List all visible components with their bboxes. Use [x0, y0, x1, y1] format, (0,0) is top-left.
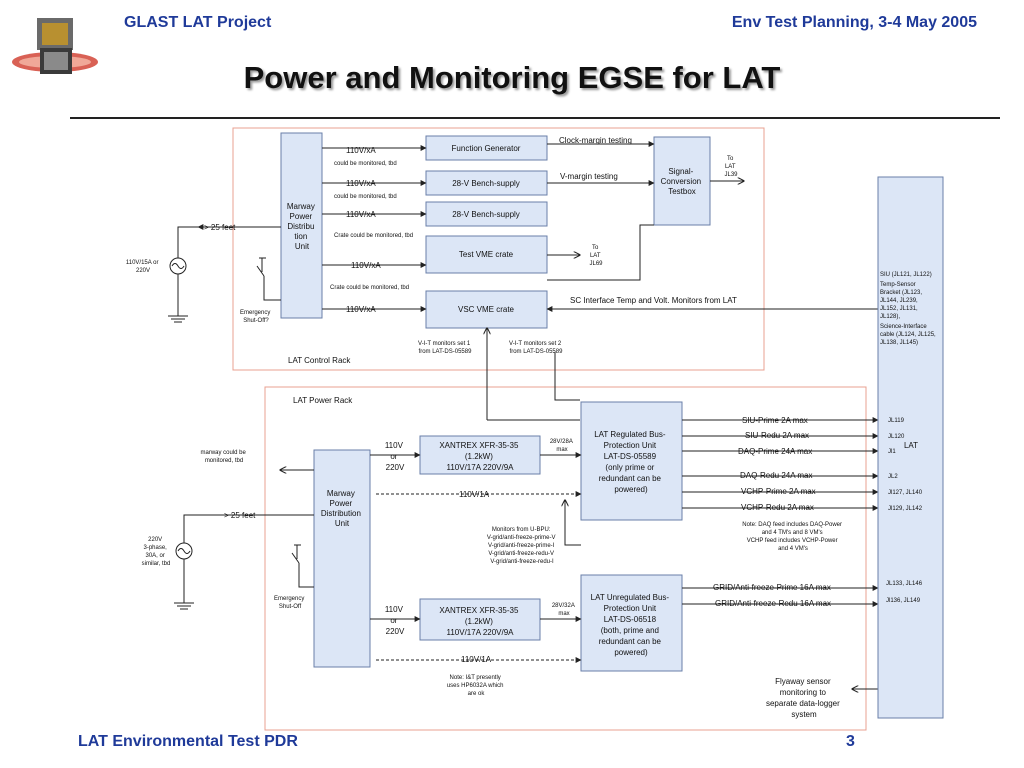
- function-generator-box: [425, 135, 548, 161]
- ctrl-mains-label: 110V/15A or 220V: [126, 260, 160, 274]
- pwr-mains-label: 220V 3-phase, 30A, or similar, tbd: [142, 537, 171, 567]
- regulated-unit-label: LAT Regulated Bus- Protection Unit LAT-D…: [594, 430, 668, 494]
- to-jl39-label: To LAT JL39: [724, 156, 738, 178]
- xantrex-2-label: XANTREX XFR-35-35 (1.2kW) 110V/17A 220V/…: [439, 606, 520, 637]
- vsc-vme-label: VSC VME crate: [458, 305, 515, 314]
- clock-margin-label: Clock-margin testing: [559, 136, 632, 145]
- lat-label: LAT: [904, 441, 918, 450]
- power-rack-frame: [264, 386, 867, 731]
- pwr-input-voltage-2: 110V or 220V: [385, 605, 405, 636]
- lat-jl2: JL2: [888, 474, 898, 480]
- power-marway-box: [313, 449, 371, 668]
- glast-logo: [12, 18, 98, 74]
- lat-jl120: JL120: [888, 434, 905, 440]
- flyaway-note: Flyaway sensor monitoring to separate da…: [766, 677, 842, 719]
- lat-jl127-140: Jl127, JL140: [888, 490, 923, 496]
- marway-monitor-note: marway could be monitored, tbd: [200, 450, 247, 464]
- page-title: Power and Monitoring EGSE for LAT: [243, 60, 781, 95]
- lat-jl136-149: Jl136, JL149: [886, 598, 921, 604]
- signal-box-label: Signal- Conversion Testbox: [661, 167, 704, 196]
- control-marway-label: Marway Power Distribu tion Unit: [287, 202, 317, 251]
- feed-vchp-prime: VCHP-Prime 2A max: [741, 487, 816, 496]
- max-28v-28a: 28V/28A max: [550, 439, 574, 453]
- ctrl-note-monitored-1: could be monitored, tbd: [334, 161, 397, 167]
- to-jl69-label: To LAT JL69: [589, 245, 603, 267]
- lat-connector-list: SIU (JL121, JL122) Temp-Sensor Bracket (…: [880, 272, 937, 346]
- power-rack-label: LAT Power Rack: [293, 396, 353, 405]
- ctrl-note-crate-1: Crate could be monitored, tbd: [334, 233, 413, 239]
- feed-siu-prime: SIU-Prime 2A max: [742, 416, 808, 425]
- xantrex-1-label: XANTREX XFR-35-35 (1.2kW) 110V/17A 220V/…: [439, 441, 520, 472]
- pwr-emergency-label: Emergency Shut-Off: [274, 596, 306, 610]
- v-margin-label: V-margin testing: [560, 172, 618, 181]
- lat-jl133-146: JL133, JL146: [886, 581, 923, 587]
- u-bpu-monitors-label: Monitors from U-BPU: V-grid/anti-freeze-…: [487, 527, 557, 565]
- hp-note: Note: I&T presently uses HP6032A which a…: [447, 675, 505, 697]
- xantrex-2-box: [419, 598, 541, 641]
- vit-set2-label: V-I-T monitors set 2 from LAT-DS-05589: [509, 341, 563, 355]
- ctrl-110v-2: 110V/xA: [346, 179, 376, 188]
- sc-interface-label: SC Interface Temp and Volt. Monitors fro…: [570, 296, 737, 305]
- control-rack-frame: [232, 127, 765, 371]
- lat-box: [877, 176, 944, 719]
- lat-jl1: Jl1: [888, 449, 896, 455]
- bench-supply-2-label: 28-V Bench-supply: [452, 210, 520, 219]
- ctrl-110v-3: 110V/xA: [346, 210, 376, 219]
- ctrl-note-monitored-2: could be monitored, tbd: [334, 194, 397, 200]
- power-marway-label: Marway Power Distribution Unit: [321, 489, 363, 528]
- feed-vchp-redu: VCHP-Redu 2A max: [741, 503, 814, 512]
- ctrl-110v-1: 110V/xA: [346, 146, 376, 155]
- ctrl-110v-4: 110V/xA: [351, 261, 381, 270]
- pwr-110v-1a-2: 110V/1A: [461, 655, 492, 664]
- ctrl-note-crate-2: Crate could be monitored, tbd: [330, 285, 409, 291]
- unregulated-unit-box: [580, 574, 683, 672]
- ctrl-emergency-label: Emergency Shut-Off?: [240, 310, 272, 324]
- bench-supply-2-box: [425, 201, 548, 227]
- function-generator-label: Function Generator: [452, 144, 521, 153]
- test-vme-label: Test VME crate: [459, 250, 514, 259]
- feed-grid-prime: GRID/Anti-freeze-Prime 16A max: [713, 583, 831, 592]
- ctrl-25-feet: > 25 feet: [204, 223, 236, 232]
- feed-daq-redu: DAQ-Redu 24A max: [740, 471, 812, 480]
- pwr-110v-1a-1: 110V/1A: [459, 490, 490, 499]
- project-name: GLAST LAT Project: [124, 14, 272, 31]
- feed-daq-prime: DAQ-Prime 24A max: [738, 447, 812, 456]
- unregulated-unit-label: LAT Unregulated Bus- Protection Unit LAT…: [591, 593, 672, 657]
- lat-jl129-142: Jl129, JL142: [888, 506, 923, 512]
- feed-siu-redu: SIU-Redu 2A max: [745, 431, 809, 440]
- lat-jl119: JL119: [888, 418, 905, 424]
- signal-box: [653, 136, 711, 226]
- pwr-input-voltage-1: 110V or 220V: [385, 441, 405, 472]
- bench-supply-1-label: 28-V Bench-supply: [452, 179, 520, 188]
- max-28v-32a: 28V/32A max: [552, 603, 576, 617]
- control-marway-box: [280, 132, 323, 319]
- feed-grid-redu: GRID/Anti-freeze-Redu 16A max: [715, 599, 831, 608]
- daq-feed-note: Note: DAQ feed includes DAQ-Power and 4 …: [742, 522, 843, 552]
- title-divider: [70, 117, 1000, 119]
- bench-supply-1-box: [425, 170, 548, 196]
- meeting-name: Env Test Planning, 3-4 May 2005: [731, 14, 977, 31]
- vit-set1-label: V-I-T monitors set 1 from LAT-DS-05589: [418, 341, 472, 355]
- page-number: 3: [846, 733, 855, 750]
- pwr-25-feet: > 25 feet: [224, 511, 256, 520]
- test-vme-box: [425, 235, 548, 274]
- ctrl-110v-5: 110V/xA: [346, 305, 376, 314]
- control-rack-label: LAT Control Rack: [288, 356, 351, 365]
- footer-title: LAT Environmental Test PDR: [78, 733, 298, 750]
- regulated-unit-box: [580, 401, 683, 521]
